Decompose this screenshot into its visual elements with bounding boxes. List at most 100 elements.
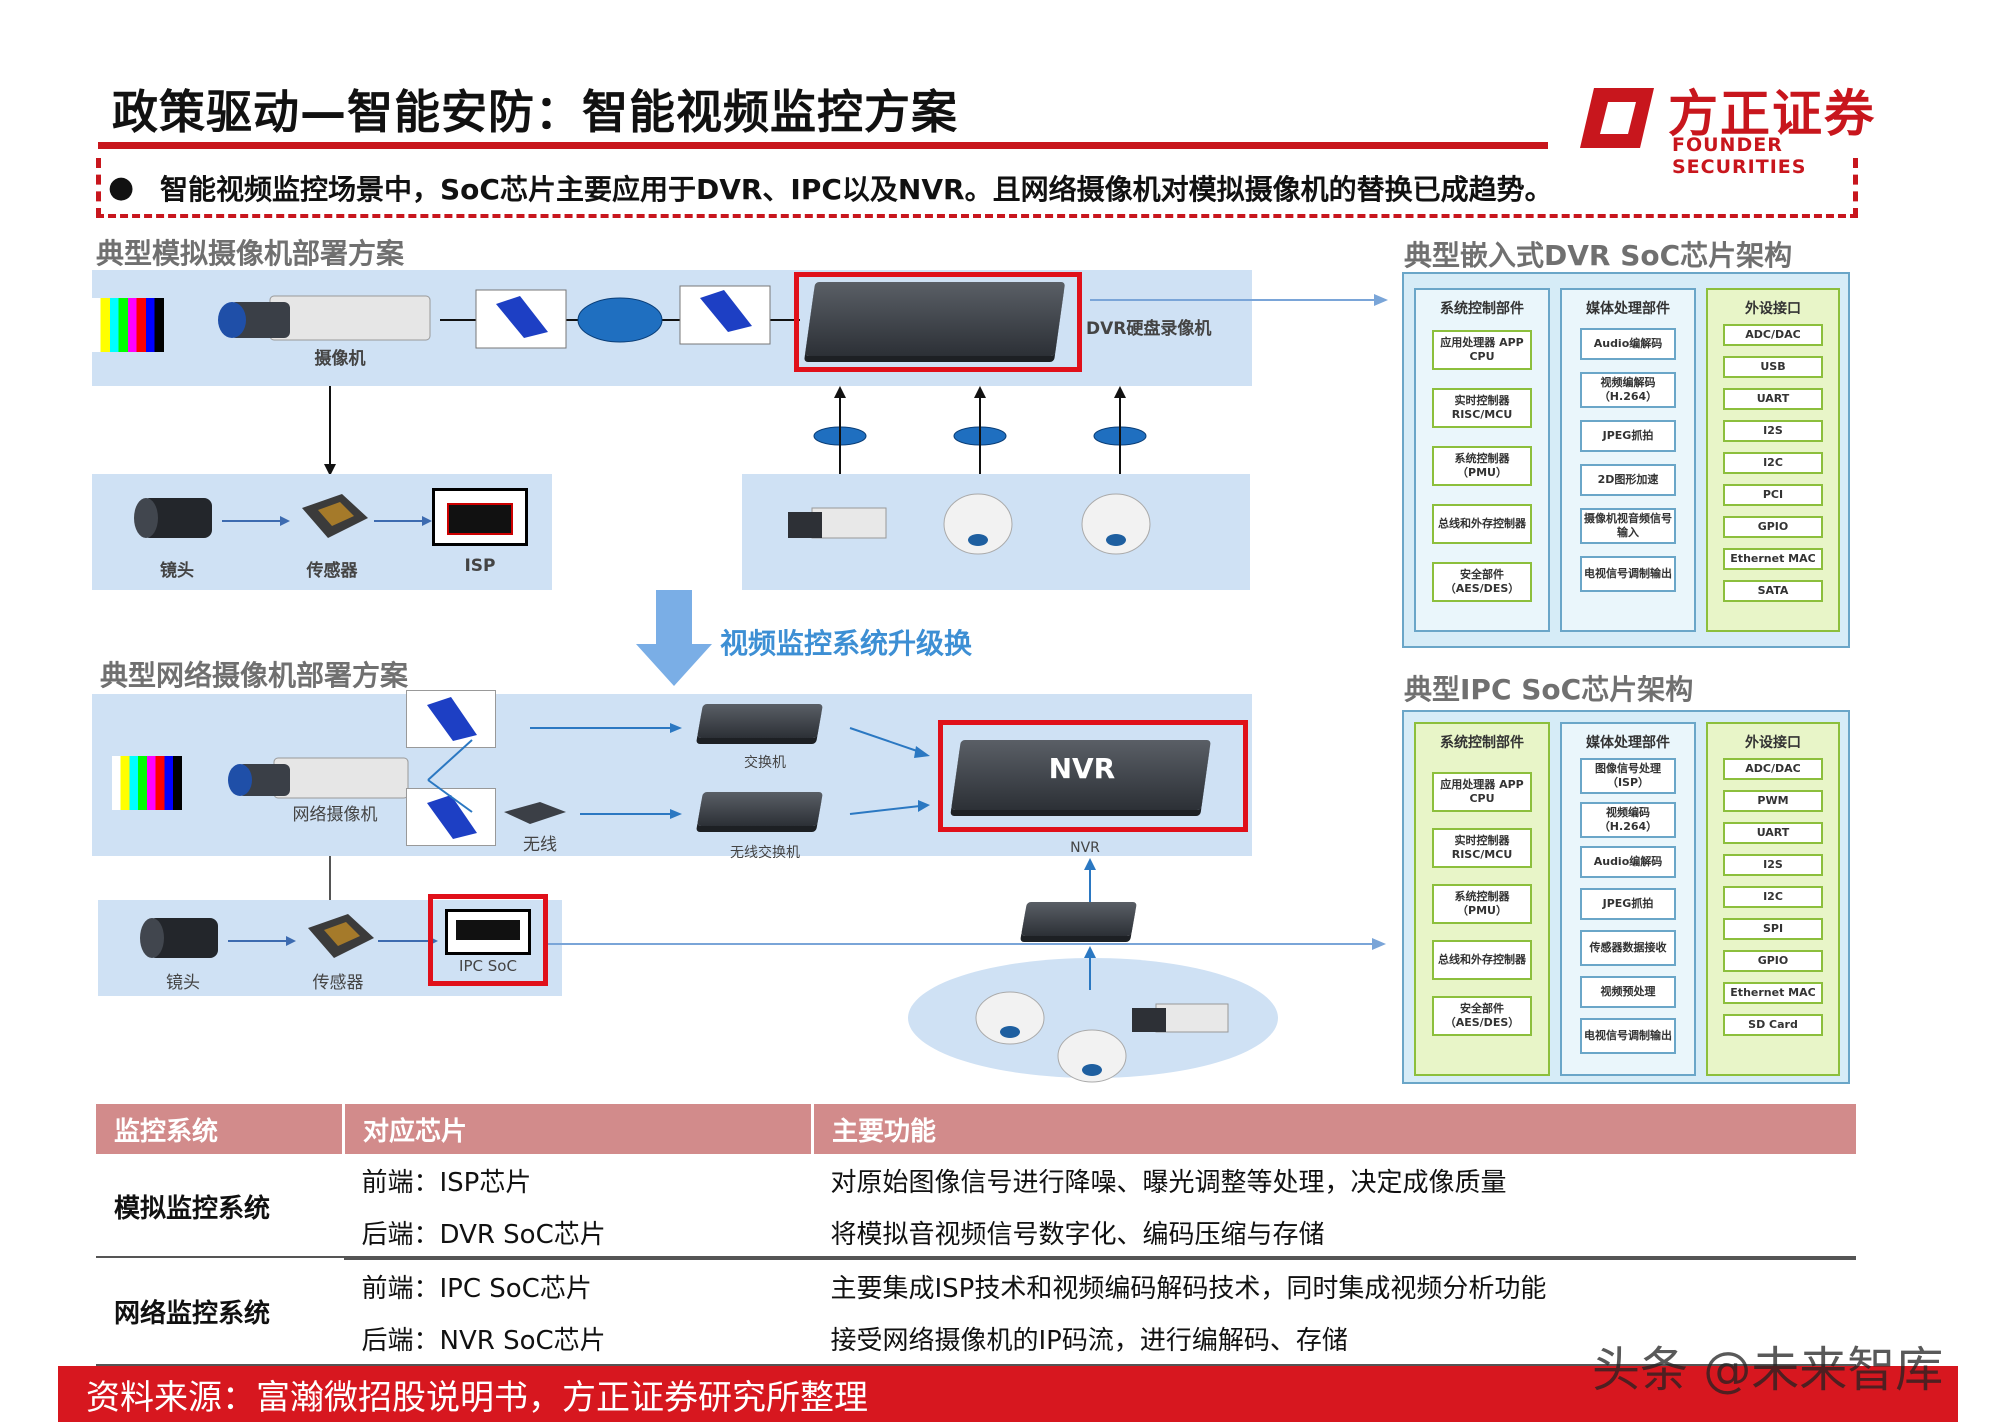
arch-chip: 传感器数据接收 [1580,930,1676,966]
function-cell: 对原始图像信号进行降噪、曝光调整等处理，决定成像质量 [830,1167,1507,1198]
arch-chip: SPI [1723,918,1823,940]
arch-chip: SD Card [1723,1014,1823,1036]
sensor-label: 传感器 [312,973,364,993]
switch-up-arrow [1084,858,1096,902]
function-cell: 将模拟音视频信号数字化、编码压缩与存储 [812,1206,1856,1260]
table-row: 后端：NVR SoC芯片 接受网络摄像机的IP码流，进行编解码、存储 [96,1312,1856,1366]
arch-chip: I2S [1723,854,1823,876]
dome-camera-icon [943,493,1013,555]
analog-section-title: 典型模拟摄像机部署方案 [96,237,405,270]
sensor-label: 传感器 [306,561,358,581]
arch-chip: ADC/DAC [1723,758,1823,780]
column-header: 监控系统 [96,1104,344,1154]
wireless-switch-label: 无线交换机 [730,845,800,861]
arch-chip: 电视信号调制输出 [1580,1018,1676,1054]
wireless-label: 无线 [523,835,557,855]
ipc-col-media-processing: 媒体处理部件 图像信号处理（ISP） 视频编码（H.264） Audio编解码 … [1560,722,1696,1076]
function-cell: 接受网络摄像机的IP码流，进行编解码、存储 [812,1312,1856,1366]
arch-chip: 安全部件（AES/DES） [1432,562,1532,602]
arch-chip: PCI [1723,484,1823,506]
signal-waveform-icon [406,690,496,748]
arch-chip: PWM [1723,790,1823,812]
dome-camera-icon [1081,493,1151,555]
internals-arrows [222,516,432,526]
table-row: 网络监控系统 前端：IPC SoC芯片 主要集成ISP技术和视频编码解码技术，同… [96,1259,1856,1366]
network-camera-down-line [329,856,331,900]
arch-chip: I2C [1723,886,1823,908]
logo-english-text: FOUNDER SECURITIES [1672,134,1807,178]
column-header: 对应芯片 [342,1104,813,1154]
arch-chip: 2D图形加速 [1580,464,1676,496]
function-cell: 主要集成ISP技术和视频编码解码技术，同时集成视频分析功能 [830,1273,1547,1304]
ipc-col-system-control: 系统控制部件 应用处理器 APP CPU 实时控制器 RISC/MCU 系统控制… [1414,722,1550,1076]
test-pattern-icon [92,298,164,352]
watermark: 头条 @未来智库 [1592,1342,1944,1398]
lens-label: 镜头 [166,973,200,993]
arch-chip: GPIO [1723,950,1823,972]
arch-chip: Audio编解码 [1580,846,1676,878]
test-pattern-icon [112,756,182,810]
cloud-up-arrow [1084,946,1096,990]
arch-chip: UART [1723,822,1823,844]
column-title: 媒体处理部件 [1586,301,1670,317]
arch-chip: I2S [1723,420,1823,442]
arch-chip: ADC/DAC [1723,324,1823,346]
isp-label: ISP [464,556,496,576]
arch-chip: 实时控制器 RISC/MCU [1432,828,1532,868]
lens-icon [140,918,218,958]
arch-chip: UART [1723,388,1823,410]
column-title: 外设接口 [1745,735,1801,751]
analog-camera-internals-panel: 镜头 传感器 ISP [92,474,552,590]
page-title: 政策驱动—智能安防：智能视频监控方案 [112,85,958,139]
lens-label: 镜头 [160,561,194,581]
dvr-arch-title: 典型嵌入式DVR SoC芯片架构 [1404,239,1793,272]
isp-chip-icon [432,488,528,546]
arch-chip: 摄像机视音频信号输入 [1580,508,1676,544]
dvr-label: DVR硬盘录像机 [1086,319,1212,339]
analog-cameras-panel [742,474,1250,590]
upgrade-label: 视频监控系统升级换 [720,627,973,660]
sensor-icon [302,494,368,538]
nvr-label: NVR [1070,840,1100,856]
ipc-col-peripherals: 外设接口 ADC/DAC PWM UART I2S I2C SPI GPIO E… [1706,722,1840,1076]
arch-chip: 应用处理器 APP CPU [1432,330,1532,370]
table-row: 后端：DVR SoC芯片 将模拟音视频信号数字化、编码压缩与存储 [96,1206,1856,1260]
dvr-col-system-control: 系统控制部件 应用处理器 APP CPU 实时控制器 RISC/MCU 系统控制… [1414,288,1550,632]
cameras-up-arrows [813,386,1147,474]
table-mid-rule [96,1256,1856,1258]
ipc-soc-label: IPC SoC [459,957,517,975]
arch-chip: 系统控制器（PMU） [1432,446,1532,486]
brand-logo: 方正证券 FOUNDER SECURITIES [1580,74,1900,178]
dome-camera-icon [975,991,1045,1045]
table-header-row: 监控系统 对应芯片 主要功能 [96,1104,1856,1154]
arch-chip: 视频编解码（H.264） [1580,372,1676,408]
system-cell: 网络监控系统 [96,1259,344,1366]
switch-label: 交换机 [744,755,786,771]
arrow-to-ipc-arch [548,938,1386,950]
analog-signal-path [440,285,800,349]
footer-bar [58,1366,1958,1422]
camera-icon [218,295,431,341]
column-title: 系统控制部件 [1440,735,1524,751]
column-title: 系统控制部件 [1440,301,1524,317]
ipc-arch-panel: 系统控制部件 应用处理器 APP CPU 实时控制器 RISC/MCU 系统控制… [1402,710,1850,1084]
arch-chip: 实时控制器 RISC/MCU [1432,388,1532,428]
arch-chip: 系统控制器（PMU） [1432,884,1532,924]
column-title: 媒体处理部件 [1586,735,1670,751]
arch-chip: GPIO [1723,516,1823,538]
chip-cell: 后端：NVR SoC芯片 [343,1312,813,1366]
bullet-text: 智能视频监控场景中，SoC芯片主要应用于DVR、IPC以及NVR。且网络摄像机对… [160,173,1553,206]
table-row: 模拟监控系统 前端：ISP芯片 对原始图像信号进行降噪、曝光调整等处理，决定成像… [96,1154,1856,1225]
arch-chip: JPEG抓拍 [1580,420,1676,452]
arch-chip: Ethernet MAC [1723,982,1823,1004]
switch-icon [1021,902,1137,936]
box-camera-icon [1132,1003,1229,1033]
bullet-frame [96,158,1858,218]
chip-cell: 后端：DVR SoC芯片 [343,1206,813,1260]
wireless-switch-icon [697,792,823,826]
ipc-arch-title: 典型IPC SoC芯片架构 [1404,673,1694,706]
chip-cell: 前端：ISP芯片 [361,1167,532,1198]
ipc-soc-highlight-box: IPC SoC [428,894,548,986]
arch-chip: Ethernet MAC [1723,548,1823,570]
dvr-col-media-processing: 媒体处理部件 Audio编解码 视频编解码（H.264） JPEG抓拍 2D图形… [1560,288,1696,632]
